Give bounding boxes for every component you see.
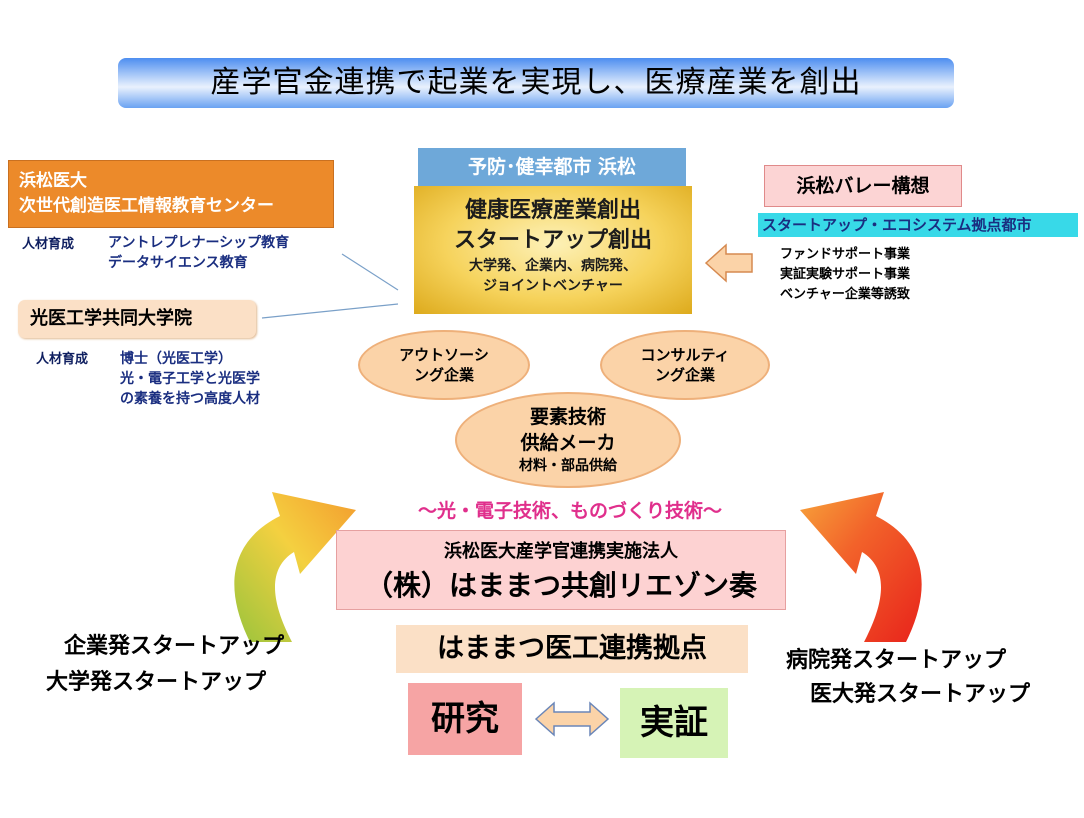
double-arrow-icon	[534, 701, 610, 737]
consulting-l2: ング企業	[654, 366, 715, 384]
training-label-1: 人材育成	[22, 237, 75, 252]
left-arrow-icon	[704, 243, 753, 283]
outsourcing-ellipse: アウトソーシ ング企業	[358, 330, 530, 400]
industry-line4: ジョイントベンチャー	[483, 278, 623, 294]
hub-label: はままつ医工連携拠点	[396, 625, 748, 673]
med-univ-startup-label: 医大発スタートアップ	[810, 682, 1031, 707]
corporate-startup-label: 企業発スタートアップ	[64, 634, 285, 659]
org-box-hamamatsu-univ: 浜松医大 次世代創造医工情報教育センター	[8, 160, 334, 228]
consulting-l1: コンサルティ	[640, 346, 730, 364]
city-tag: 予防･健幸都市 浜松	[418, 148, 686, 186]
industry-line3: 大学発、企業内、病院発、	[469, 258, 637, 274]
liaison-company-box: 浜松医大産学官連携実施法人 （株）はままつ共創リエゾン奏	[336, 530, 786, 610]
training-label-2: 人材育成	[36, 352, 89, 367]
valley-concept-box: 浜松バレー構想	[764, 165, 962, 207]
proof-box: 実証	[620, 688, 728, 758]
supplier-l2: 供給メーカ	[520, 432, 616, 454]
training-item-talent: の素養を持つ高度人材	[120, 391, 260, 407]
supplier-ellipse: 要素技術 供給メーカ 材料・部品供給	[455, 392, 681, 488]
training-item-optics: 光・電子工学と光医学	[120, 371, 260, 387]
university-startup-label: 大学発スタートアップ	[46, 670, 267, 695]
hospital-startup-label: 病院発スタートアップ	[786, 648, 1007, 673]
training-item-doctorate: 博士（光医工学）	[120, 351, 232, 367]
curved-arrow-left-icon	[234, 492, 356, 642]
tech-tagline: ～光・電子技術、ものづくり技術～	[417, 500, 722, 522]
training-item-entrepreneurship: アントレプレナーシップ教育	[108, 235, 290, 251]
industry-line2: スタートアップ創出	[453, 228, 652, 253]
page-title: 産学官金連携で起業を実現し、医療産業を創出	[118, 58, 954, 108]
supplier-l1: 要素技術	[529, 406, 606, 428]
org-center-name: 次世代創造医工情報教育センター	[19, 196, 274, 216]
company-line1: 浜松医大産学官連携実施法人	[444, 541, 678, 562]
industry-creation-box: 健康医療産業創出 スタートアップ創出 大学発、企業内、病院発、 ジョイントベンチ…	[414, 186, 692, 314]
org-name: 浜松医大	[19, 171, 87, 191]
consulting-ellipse: コンサルティ ング企業	[600, 330, 770, 400]
company-line2: （株）はままつ共創リエゾン奏	[364, 569, 757, 602]
outsourcing-l1: アウトソーシ	[399, 346, 489, 364]
support-item-fund: ファンドサポート事業	[780, 247, 911, 262]
supplier-l3: 材料・部品供給	[519, 458, 617, 474]
outsourcing-l2: ング企業	[413, 366, 474, 384]
ecosystem-subtitle: スタートアップ・エコシステム拠点都市	[758, 213, 1078, 237]
industry-line1: 健康医療産業創出	[464, 198, 641, 223]
support-list: ファンドサポート事業 実証実験サポート事業 ベンチャー企業等誘致	[780, 245, 1040, 305]
support-item-demo: 実証実験サポート事業	[780, 267, 911, 282]
training-item-datascience: データサイエンス教育	[108, 255, 248, 271]
support-item-venture: ベンチャー企業等誘致	[780, 287, 910, 302]
curved-arrow-right-icon	[800, 492, 922, 642]
grad-school-label: 光医工学共同大学院	[18, 300, 256, 338]
research-box: 研究	[408, 683, 522, 755]
